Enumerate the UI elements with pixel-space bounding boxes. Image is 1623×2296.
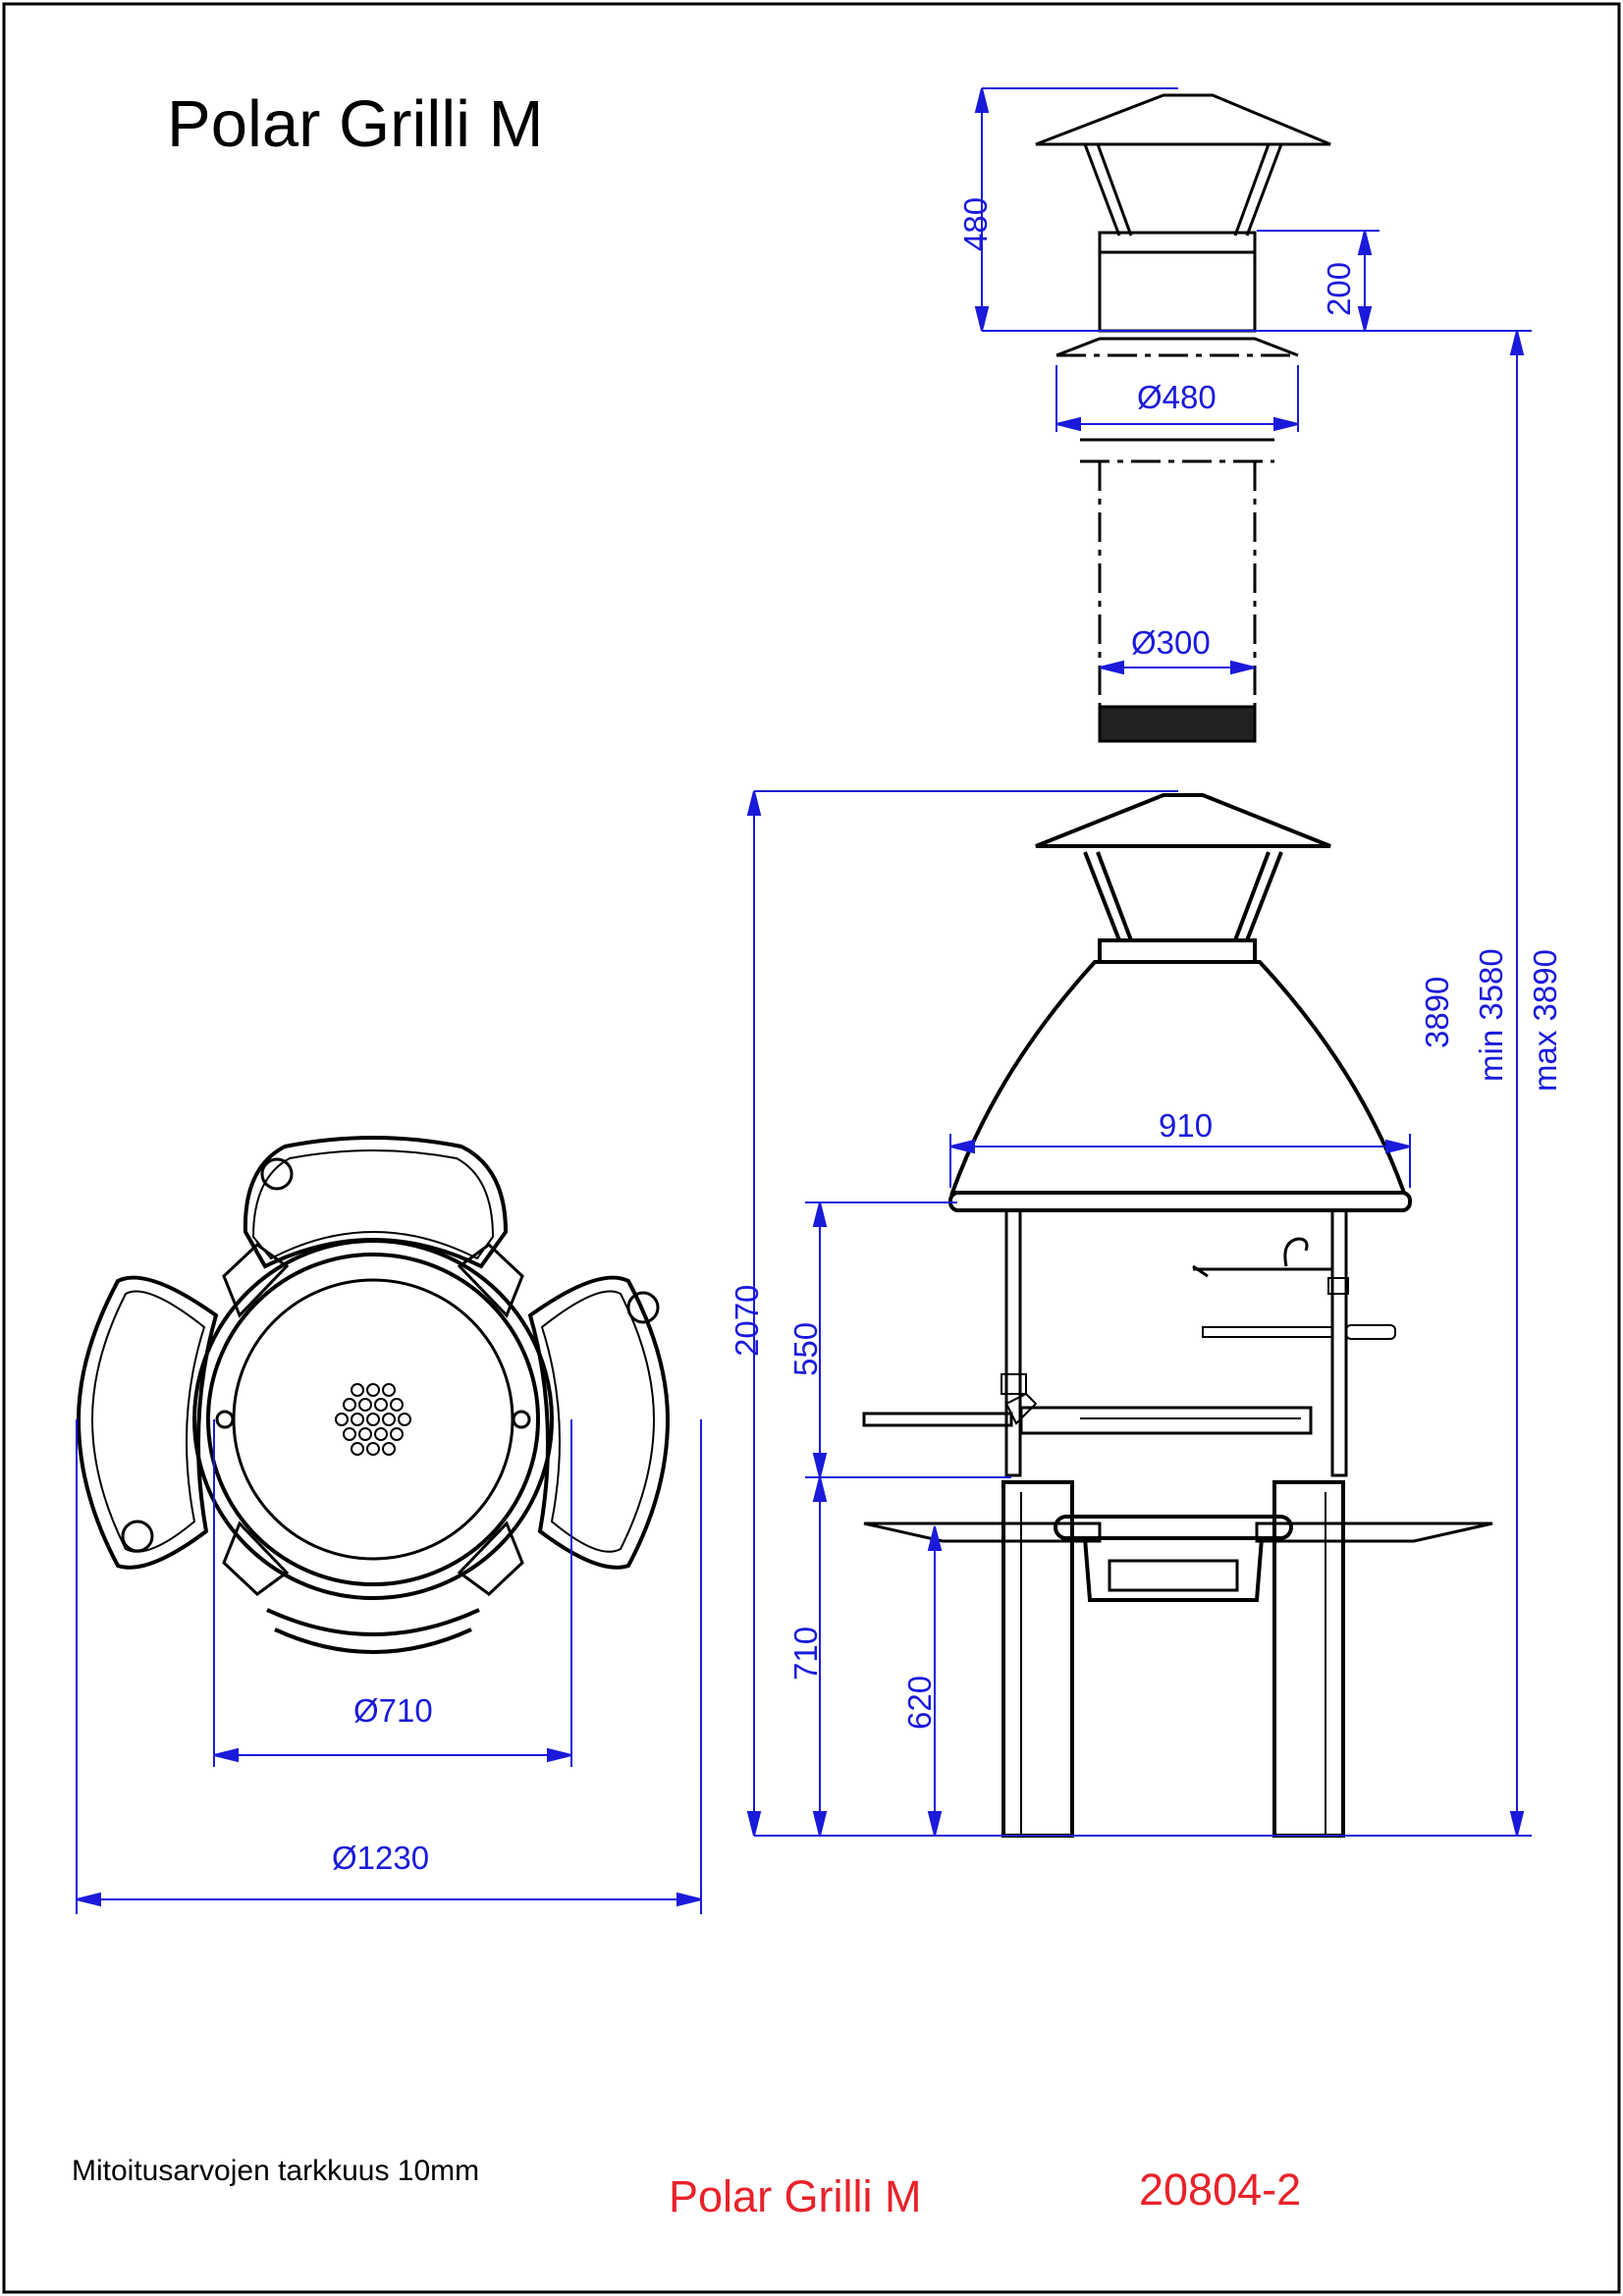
dim-outer-diameter: Ø1230 bbox=[332, 1840, 430, 1876]
table-bracket bbox=[222, 1243, 290, 1318]
footer-drawing-code: 20804-2 bbox=[1139, 2164, 1302, 2215]
air-holes bbox=[335, 1383, 411, 1456]
drawing-title: Polar Grilli M bbox=[167, 87, 544, 161]
side-table-right bbox=[1255, 1522, 1493, 1543]
accuracy-note: Mitoitusarvojen tarkkuus 10mm bbox=[72, 2155, 480, 2187]
dim-chimney-cap-height: 480 bbox=[957, 196, 994, 251]
spit-grate bbox=[1019, 1406, 1313, 1435]
smoke-hood bbox=[949, 960, 1407, 1195]
left-post bbox=[1004, 1208, 1022, 1477]
table-top-west bbox=[76, 1275, 219, 1570]
fire-bowl bbox=[1083, 1537, 1264, 1602]
dim-chimney-diameter-top: Ø480 bbox=[1137, 379, 1217, 415]
cup-hole bbox=[260, 1157, 294, 1191]
chimney-pipe bbox=[1055, 337, 1299, 743]
table-top-east bbox=[527, 1275, 671, 1570]
dim-total-height: 3890 bbox=[1419, 976, 1455, 1048]
grate-handle bbox=[266, 1608, 480, 1636]
fireplace-outer-ring bbox=[192, 1239, 554, 1600]
dim-chimney-collar-height: 200 bbox=[1321, 261, 1357, 316]
fireplace-inner-ring bbox=[232, 1278, 514, 1561]
spit-handle bbox=[862, 1412, 1013, 1427]
dim-chimney-diameter-pipe: Ø300 bbox=[1131, 624, 1211, 661]
side-view-dimensions bbox=[746, 330, 1532, 1837]
chimney-dimensions bbox=[974, 87, 1532, 675]
dim-table-height: 710 bbox=[787, 1626, 824, 1681]
dim-hood-width: 910 bbox=[1159, 1107, 1214, 1144]
side-view bbox=[862, 793, 1493, 1838]
dim-max-height: max 3890 bbox=[1527, 949, 1563, 1092]
right-post bbox=[1330, 1208, 1348, 1477]
dim-grate-to-hood: 550 bbox=[787, 1321, 824, 1376]
hood-rim bbox=[948, 1191, 1412, 1212]
top-view bbox=[76, 1136, 671, 1654]
grill-rail bbox=[1054, 1515, 1293, 1540]
dim-leg-height: 620 bbox=[901, 1675, 938, 1730]
hood-cap bbox=[1035, 793, 1331, 848]
chimney-cap bbox=[1035, 93, 1331, 333]
dim-inner-diameter: Ø710 bbox=[353, 1692, 433, 1729]
dim-min-height: min 3580 bbox=[1473, 948, 1509, 1082]
top-view-dimensions bbox=[76, 1419, 702, 1914]
dim-grill-height: 2070 bbox=[729, 1284, 765, 1357]
table-top-north bbox=[243, 1136, 509, 1269]
footer-product-name: Polar Grilli M bbox=[669, 2171, 922, 2221]
